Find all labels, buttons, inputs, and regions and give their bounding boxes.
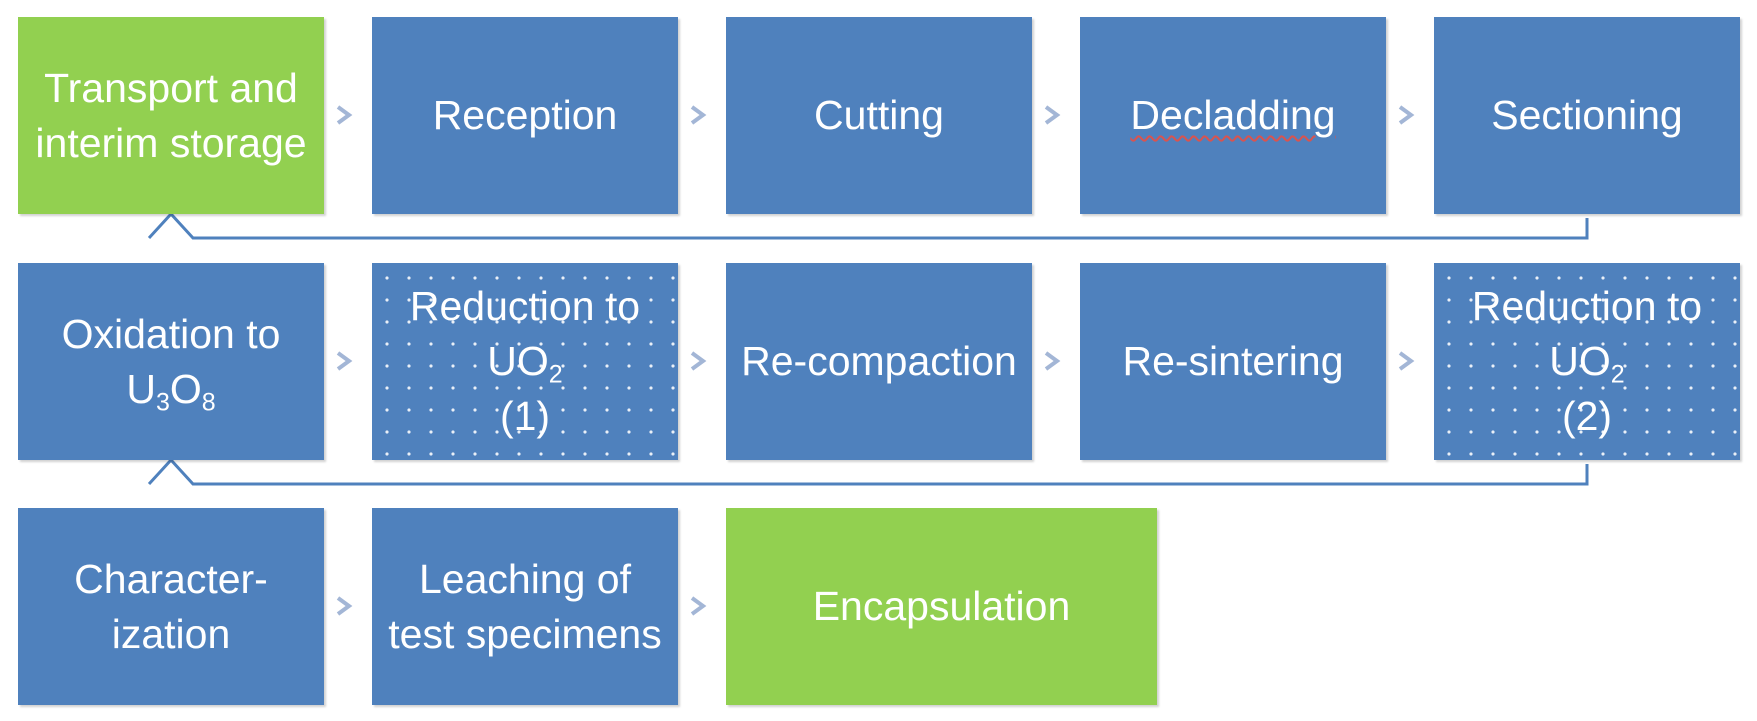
- formula-subscript: 2: [1610, 360, 1625, 389]
- arrow-right-icon: [690, 596, 707, 616]
- step-label-tail: (2): [1561, 393, 1613, 439]
- step-characterization: Character-ization: [18, 508, 324, 705]
- step-label: Sectioning: [1491, 92, 1683, 138]
- formula-symbol: O: [169, 365, 202, 412]
- step-label: Encapsulation: [812, 583, 1071, 629]
- arrow-right-icon: [1398, 351, 1415, 371]
- step-oxidation-to-u3o8: Oxidation to U3O8: [18, 263, 324, 460]
- formula-symbol: UO: [1549, 338, 1611, 384]
- step-reception: Reception: [372, 17, 678, 214]
- step-reduction-to-uo2-2: Reduction to UO2 (2): [1434, 263, 1740, 460]
- step-label-lead: Reduction to: [409, 283, 641, 329]
- arrow-right-icon: [336, 596, 353, 616]
- formula-subscript: 3: [155, 388, 170, 416]
- step-re-sintering: Re-sintering: [1080, 263, 1386, 460]
- step-label-lead: Reduction to: [1471, 283, 1703, 329]
- step-label: Reduction to UO2 (2): [1472, 279, 1702, 444]
- arrow-right-icon: [1044, 351, 1061, 371]
- arrow-right-icon: [1044, 105, 1061, 125]
- arrow-right-icon: [336, 105, 353, 125]
- formula-symbol: U: [126, 365, 156, 412]
- step-encapsulation: Encapsulation: [726, 508, 1157, 705]
- step-label: Character-ization: [74, 555, 268, 657]
- step-sectioning: Sectioning: [1434, 17, 1740, 214]
- step-re-compaction: Re-compaction: [726, 263, 1032, 460]
- arrow-right-icon: [690, 105, 707, 125]
- formula-symbol: UO: [487, 338, 549, 384]
- step-label-lead: Oxidation to: [61, 310, 281, 357]
- step-label: Reduction to UO2 (1): [410, 279, 640, 444]
- step-label: Transport and interim storage: [35, 64, 307, 166]
- step-label: Leaching of test specimens: [388, 555, 662, 657]
- step-label-tail: (1): [499, 393, 551, 439]
- step-label: Decladding: [1130, 92, 1336, 138]
- formula-subscript: 2: [548, 360, 563, 389]
- step-label: Re-sintering: [1122, 338, 1344, 384]
- arrow-right-icon: [690, 351, 707, 371]
- step-decladding: Decladding: [1080, 17, 1386, 214]
- formula-subscript: 8: [201, 388, 216, 416]
- arrow-right-icon: [1398, 105, 1415, 125]
- step-label: Reception: [432, 92, 618, 138]
- step-label: Re-compaction: [741, 338, 1017, 384]
- step-label: Cutting: [814, 92, 944, 138]
- step-transport-and-interim-storage: Transport and interim storage: [18, 17, 324, 214]
- step-reduction-to-uo2-1: Reduction to UO2 (1): [372, 263, 678, 460]
- arrow-right-icon: [336, 351, 353, 371]
- step-leaching-of-test-specimens: Leaching of test specimens: [372, 508, 678, 705]
- connector-row1-to-row2: [147, 211, 1589, 240]
- step-cutting: Cutting: [726, 17, 1032, 214]
- step-label: Oxidation to U3O8: [62, 307, 281, 417]
- connector-row2-to-row3: [147, 457, 1589, 486]
